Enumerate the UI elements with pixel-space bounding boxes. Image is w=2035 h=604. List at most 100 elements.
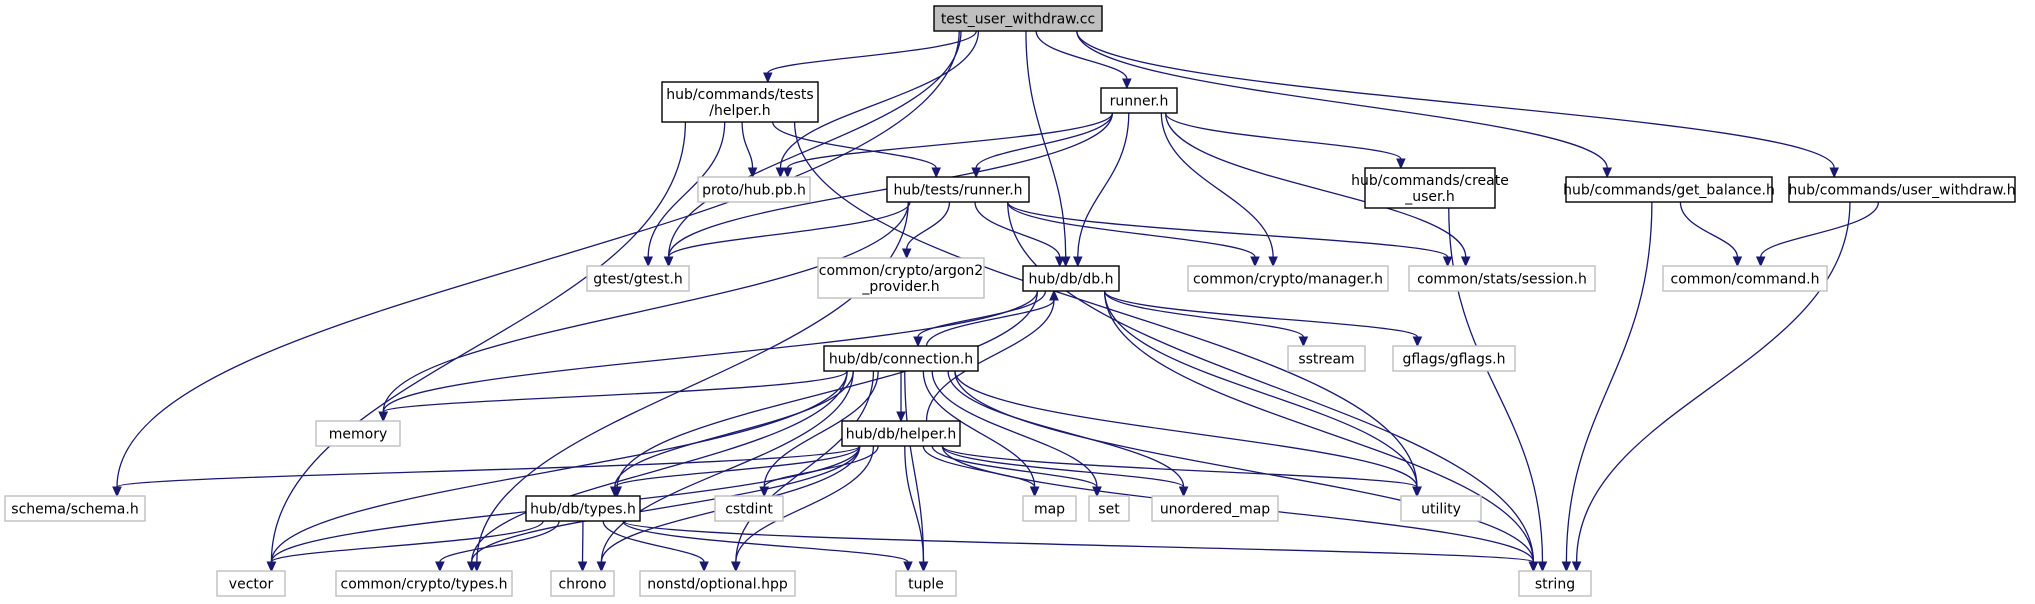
node-box	[1392, 345, 1516, 372]
arrowhead	[596, 561, 607, 573]
arrowhead	[918, 561, 929, 573]
edge-tests_helper-to-gtest	[643, 121, 726, 268]
edge-tests_runner-to-db	[974, 201, 1065, 268]
edge-connection-to-db	[925, 289, 1059, 347]
node-tuple: tuple	[895, 570, 957, 597]
arrowhead	[903, 561, 913, 573]
node-db-types[interactable]: hub/db/types.h	[525, 495, 641, 522]
node-label: map	[1034, 502, 1065, 518]
arrowhead	[378, 411, 388, 423]
arrowhead	[1298, 336, 1309, 348]
arrowhead	[643, 256, 653, 268]
node-box	[1100, 87, 1178, 114]
node-cstdint: cstdint	[714, 495, 784, 522]
node-box	[525, 495, 641, 522]
node-get-balance[interactable]: hub/commands/get_balance.h	[1563, 176, 1775, 203]
node-label: common/crypto/manager.h	[1193, 272, 1383, 288]
node-box	[1022, 265, 1120, 292]
node-label: runner.h	[1110, 94, 1169, 110]
arrowhead	[896, 411, 906, 423]
node-box	[661, 81, 819, 123]
node-label: utility	[1421, 502, 1461, 518]
edge-tests_runner-to-memory	[378, 201, 909, 423]
edge-db_types-to-optional	[602, 520, 709, 573]
edge-root-to-gtest	[663, 30, 962, 268]
node-proto: proto/hub.pb.h	[697, 176, 811, 203]
arrowhead	[1049, 289, 1059, 301]
arrowhead	[1571, 561, 1582, 573]
edge-connection-to-vector	[266, 370, 848, 573]
arrowhead	[931, 167, 941, 179]
node-label: unordered_map	[1160, 502, 1270, 518]
node-box	[4, 495, 146, 522]
node-label: hub/commands/create	[1351, 173, 1509, 189]
node-label: nonstd/optional.hpp	[647, 577, 788, 593]
node-tests-runner[interactable]: hub/tests/runner.h	[886, 176, 1030, 203]
node-set: set	[1088, 495, 1130, 522]
node-command: common/command.h	[1662, 265, 1828, 292]
edge-root-to-get_balance	[1076, 30, 1612, 179]
edge-runner-to-crypto_manager	[1160, 112, 1278, 268]
arrowhead	[782, 167, 793, 179]
node-stats-session: common/stats/session.h	[1408, 265, 1596, 292]
node-label: test_user_withdraw.cc	[941, 12, 1095, 28]
node-label: sstream	[1298, 352, 1354, 368]
node-box	[1088, 495, 1130, 522]
edge-db_types-to-string	[622, 520, 1539, 573]
edge-db_helper-to-optional	[731, 445, 875, 573]
arrowhead	[1412, 336, 1423, 348]
arrowhead	[577, 561, 588, 573]
edge-root-to-db	[1025, 30, 1071, 268]
node-label: cstdint	[725, 502, 773, 518]
node-runner[interactable]: runner.h	[1100, 87, 1178, 114]
node-db-helper[interactable]: hub/db/helper.h	[841, 420, 961, 447]
edge-tests_runner-to-gtest	[663, 201, 911, 268]
node-box	[841, 420, 961, 447]
edge-db-to-utility	[1103, 290, 1422, 498]
node-string: string	[1518, 570, 1592, 597]
arrowhead	[731, 561, 741, 573]
node-label: hub/commands/tests	[666, 87, 813, 103]
node-label: hub/tests/runner.h	[893, 183, 1022, 199]
node-box	[335, 570, 513, 597]
arrowhead	[466, 561, 477, 573]
node-label: memory	[329, 427, 388, 443]
node-box	[315, 420, 401, 447]
edge-runner-to-create_user	[1164, 112, 1406, 170]
node-label: common/crypto/types.h	[341, 577, 508, 593]
node-tests-helper[interactable]: hub/commands/tests/helper.h	[661, 81, 819, 123]
node-utility: utility	[1400, 495, 1482, 522]
node-label: /helper.h	[709, 103, 770, 119]
edge-runner-to-proto	[782, 112, 1114, 179]
edge-db_helper-to-tuple	[904, 445, 929, 573]
arrowhead	[1412, 486, 1422, 498]
edges-layer	[112, 30, 1880, 573]
node-box	[216, 570, 286, 597]
edge-db_helper-to-schema	[112, 445, 861, 498]
arrowhead	[1122, 78, 1132, 90]
node-root[interactable]: test_user_withdraw.cc	[933, 5, 1103, 32]
node-connection[interactable]: hub/db/connection.h	[823, 345, 979, 372]
node-gflags: gflags/gflags.h	[1392, 345, 1516, 372]
node-db[interactable]: hub/db/db.h	[1022, 265, 1120, 292]
edge-user_withdraw-to-command	[1755, 201, 1880, 268]
node-label: hub/db/connection.h	[829, 352, 973, 368]
arrowhead	[1460, 256, 1471, 268]
edge-runner-to-stats_session	[1164, 112, 1471, 268]
edge-db-to-gflags	[1103, 290, 1423, 348]
node-box	[1788, 176, 2016, 203]
edge-connection-to-optional	[731, 370, 875, 573]
node-label: hub/db/helper.h	[846, 427, 957, 443]
node-sstream: sstream	[1287, 345, 1366, 372]
arrowhead	[1602, 167, 1612, 179]
node-label: gtest/gtest.h	[593, 272, 683, 288]
node-create-user[interactable]: hub/commands/create_user.h	[1351, 167, 1509, 209]
node-box	[823, 345, 979, 372]
node-user-withdraw[interactable]: hub/commands/user_withdraw.h	[1788, 176, 2016, 203]
node-label: schema/schema.h	[11, 502, 138, 518]
edge-db_helper-to-crypto_types	[466, 445, 861, 573]
edge-db_types-to-crypto_types	[435, 520, 560, 573]
node-box	[714, 495, 784, 522]
arrowhead	[112, 486, 122, 498]
